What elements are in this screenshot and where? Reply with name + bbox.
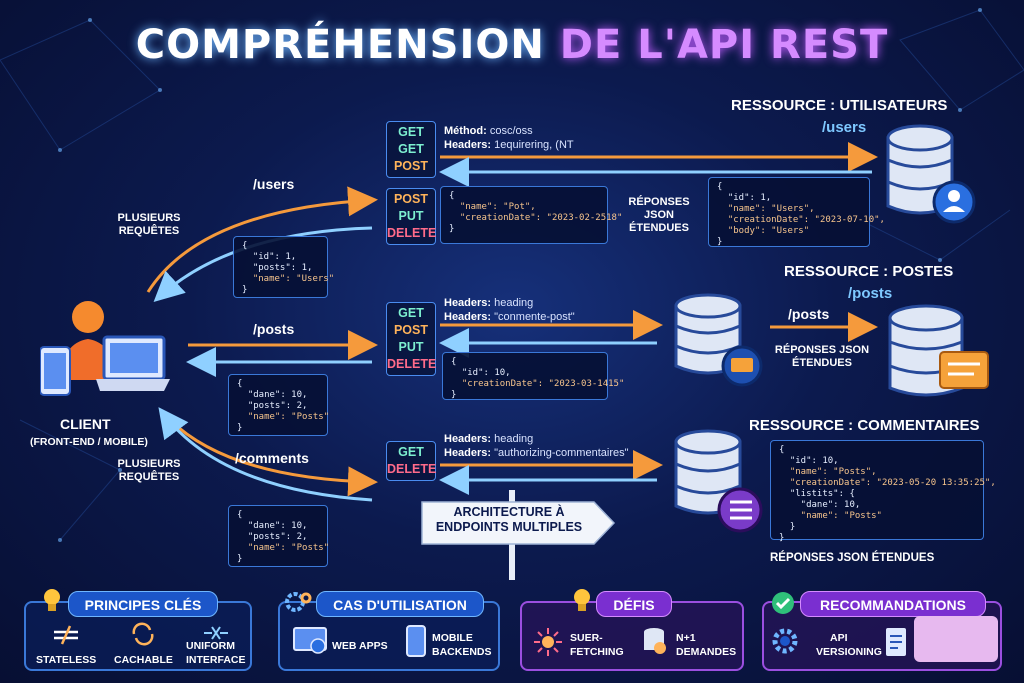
- architecture-sign: [421, 501, 616, 545]
- posts-request-json: { "id": 10, "creationDate": "2023-03-141…: [442, 352, 624, 400]
- resource-users-title: RESSOURCE : UTILISATEURS: [731, 97, 948, 114]
- bulb-icon: [574, 589, 590, 611]
- database-small-icon: [644, 628, 666, 654]
- panel-reco-title: RECOMMANDATIONS: [800, 591, 986, 617]
- users-methods-top: GET GET POST: [386, 121, 436, 178]
- panel-cas-title: CAS D'UTILISATION: [316, 591, 484, 617]
- multi-requests-bottom: PLUSIEURS REQUÊTES: [117, 458, 181, 483]
- comments-client-json: { "dane": 10, "posts": 2, "name": "Posts…: [228, 505, 329, 567]
- highlight-box: [914, 616, 998, 662]
- posts-methods: GET POST PUT DELETE: [386, 302, 436, 376]
- resource-posts-title: RESSOURCE : POSTES: [784, 263, 954, 280]
- monitor-icon: [293, 627, 327, 654]
- page-title: COMPRÉHENSION DE L'API REST: [135, 22, 889, 68]
- gear-icon: [772, 628, 798, 654]
- client-sub: (FRONT-END / MOBILE): [30, 436, 148, 448]
- multi-requests-top: PLUSIEURS REQUÊTES: [117, 212, 181, 237]
- refresh-icon: [132, 622, 154, 646]
- comments-response-label: RÉPONSES JSON ÉTENDUES: [770, 552, 935, 564]
- resource-comments-title: RESSOURCE : COMMENTAIRES: [749, 417, 980, 434]
- resource-users-json: { "id": 1, "name": "Users", "creationDat…: [708, 177, 885, 247]
- person-laptop-icon: [40, 301, 170, 396]
- posts-client-json: { "dane": 10, "posts": 2, "name": "Posts…: [228, 374, 329, 436]
- uniform-icon: [204, 626, 228, 640]
- endpoint-posts: /posts: [253, 321, 295, 337]
- panel-defis-title: DÉFIS: [596, 591, 672, 617]
- comments-methods: GET DELETE: [386, 441, 436, 481]
- client-label: CLIENT: [60, 416, 111, 432]
- users-request-json: { "name": "Pot", "creationDate": "2023-0…: [440, 186, 622, 244]
- check-icon: [772, 592, 794, 614]
- database-icon: [888, 304, 989, 397]
- mobile-icon: [406, 625, 426, 657]
- bulb-icon: [44, 589, 60, 611]
- doc-icon: [886, 628, 906, 656]
- users-methods-bottom: POST PUT DELETE: [386, 188, 436, 245]
- gear-icon: [285, 592, 312, 612]
- users-client-json: { "id": 1, "posts": 1, "name": "Users"}: [233, 236, 334, 298]
- resource-posts-endpoint: /posts: [848, 285, 893, 302]
- endpoint-users: /users: [253, 176, 295, 192]
- database-icon: [674, 293, 763, 387]
- endpoint-comments: /comments: [235, 450, 309, 466]
- resource-users-endpoint: /users: [822, 119, 867, 136]
- endpoint-posts-right: /posts: [788, 306, 830, 322]
- chat-icon: [939, 351, 989, 389]
- stateless-icon: [54, 625, 78, 645]
- comments-headers: Headers: heading Headers: "authorizing-c…: [444, 433, 629, 459]
- users-response-label: RÉPONSES JSON ÉTENDUES: [628, 196, 690, 234]
- bug-icon: [534, 628, 562, 656]
- database-icon: [886, 124, 976, 224]
- posts-headers: Headers: heading Headers: "conmente-post…: [444, 297, 575, 323]
- architecture-label: ARCHITECTURE À ENDPOINTS MULTIPLES: [435, 505, 583, 534]
- database-icon: [674, 429, 763, 533]
- users-headers: Méthod: cosc/oss Headers: 1equirering, (…: [444, 125, 574, 151]
- panel-principes-title: PRINCIPES CLÉS: [68, 591, 218, 617]
- posts-response-label: RÉPONSES JSON ÉTENDUES: [774, 344, 870, 369]
- resource-comments-json: { "id": 10, "name": "Posts", "creationDa…: [770, 440, 996, 543]
